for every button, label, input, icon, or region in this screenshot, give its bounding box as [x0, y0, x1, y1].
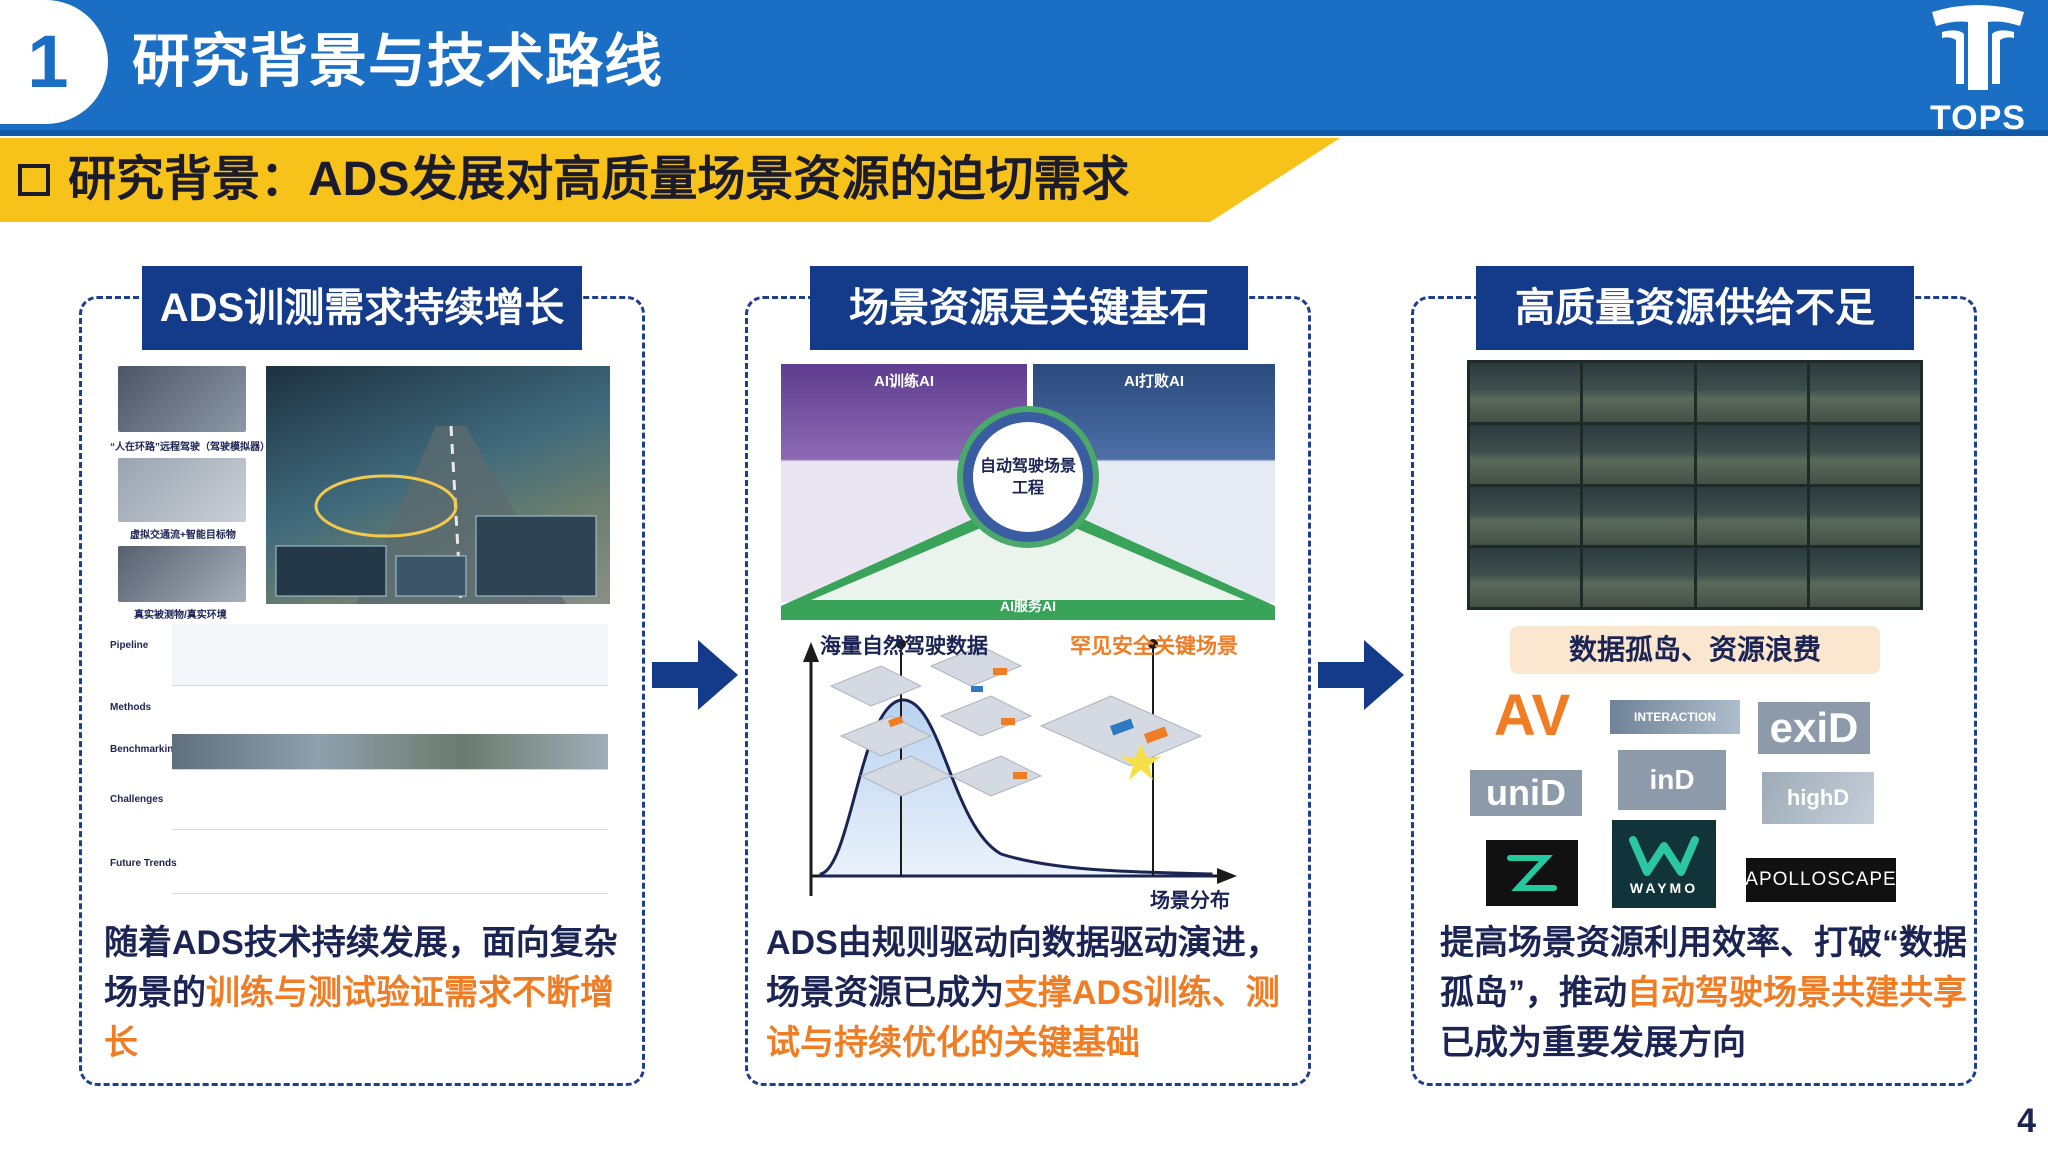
unid-dataset-logo: uniD: [1470, 770, 1582, 816]
scene-tile: [1583, 486, 1694, 546]
waymo-dataset-logo: WAYMO: [1612, 820, 1716, 908]
survey-figure: “人在环路”远程驾驶（驾驶模拟器） 虚拟交通流+智能目标物 真实被测物/真实环境…: [110, 362, 610, 902]
scene-tile: [1470, 486, 1581, 546]
row-label-challenges: Challenges: [110, 794, 164, 805]
scene-tile: [1809, 548, 1920, 607]
row-label-pipeline: Pipeline: [110, 640, 149, 651]
right-arrow-icon: [1318, 640, 1404, 710]
ai-service-triangle: [781, 494, 1275, 620]
row-label-methods: Methods: [110, 702, 152, 713]
page-title: 研究背景与技术路线: [132, 29, 664, 94]
highd-dataset-logo: highD: [1762, 772, 1874, 824]
exid-dataset-logo: exiD: [1758, 702, 1870, 754]
z-swirl-icon: [1507, 855, 1557, 891]
panel-1-heading: ADS训测需求持续增长: [142, 266, 582, 350]
data-silo-tag: 数据孤岛、资源浪费: [1510, 626, 1880, 674]
panel-3-description: 提高场景资源利用效率、打破“数据孤岛”，推动自动驾驶场景共建共享已成为重要发展方…: [1440, 918, 1970, 1068]
simulator-photo: [118, 366, 246, 432]
logo-text: TOPS: [1930, 99, 2026, 137]
scene-tile: [1809, 424, 1920, 484]
panel-2-description: ADS由规则驱动向数据驱动演进，场景资源已成为支撑ADS训练、测试与持续优化的关…: [766, 918, 1296, 1068]
subtitle-band: [0, 138, 1340, 222]
driving-scene-image: [266, 366, 610, 605]
checkbox-square-icon: [18, 164, 50, 196]
panel-3-text-highlight: 自动驾驶场景共建共享: [1627, 974, 1967, 1012]
chart-label-rare-critical: 罕见安全关键场景: [1070, 635, 1238, 658]
scene-tile: [1809, 486, 1920, 546]
scene-tile: [1696, 486, 1807, 546]
scene-tile: [1696, 363, 1807, 422]
section-number-tab: 1: [0, 0, 108, 124]
scene-tile: [1696, 424, 1807, 484]
caption-simulator: “人在环路”远程驾驶（驾驶模拟器）: [110, 442, 270, 453]
right-arrow-icon: [652, 640, 738, 710]
scene-tile: [1696, 548, 1807, 607]
ai-engineering-diagram: AI训练AI AI打败AI AI服务AI 自动驾驶场景工程: [781, 364, 1275, 620]
scene-tile: [1583, 363, 1694, 422]
challenges-row: [172, 782, 608, 830]
section-number: 1: [27, 20, 69, 103]
panel-3-text-tail: 已成为重要发展方向: [1440, 1024, 1746, 1062]
scenario-distribution-chart: [803, 639, 1237, 896]
scene-tile: [1470, 363, 1581, 422]
scenario-engineering-circle: 自动驾驶场景工程: [963, 412, 1093, 542]
scene-tile: [1470, 548, 1581, 607]
apolloscape-dataset-logo: APOLLOSCAPE: [1745, 858, 1896, 902]
virtual-traffic-photo: [118, 458, 246, 522]
label-ai-beats-ai: AI打败AI: [1123, 373, 1184, 390]
panel-1-text-plain: 随着ADS技术持续发展，面向复杂场景的: [104, 924, 618, 1012]
scene-tile: [1470, 424, 1581, 484]
interaction-dataset-logo: INTERACTION: [1610, 700, 1740, 734]
scene-tile: [1583, 424, 1694, 484]
panel-2-heading: 场景资源是关键基石: [810, 266, 1248, 350]
ind-dataset-logo: inD: [1618, 750, 1726, 810]
scene-tile: [1809, 363, 1920, 422]
label-ai-training-ai: AI训练AI: [873, 373, 934, 390]
panel-1-description: 随着ADS技术持续发展，面向复杂场景的训练与测试验证需求不断增长: [104, 918, 634, 1068]
center-label: 自动驾驶场景工程: [979, 458, 1076, 497]
subtitle: 研究背景：ADS发展对高质量场景资源的迫切需求: [14, 146, 1129, 214]
av-dataset-logo: AV: [1493, 682, 1571, 748]
scene-video-grid: [1467, 360, 1923, 610]
road-lines-graphic: [275, 425, 597, 605]
waymo-wordmark: WAYMO: [1629, 880, 1699, 896]
tops-logo-icon: [1932, 5, 2024, 90]
tops-logo: TOPS: [1918, 4, 2038, 136]
dataset-z-logo: [1486, 840, 1578, 906]
chart-axis-label: 场景分布: [1150, 890, 1230, 912]
panel-3-text-plain: 提高场景资源利用效率、打破“数据孤岛”，推动: [1440, 924, 1967, 1012]
real-environment-photo: [118, 546, 246, 602]
chart-label-natural-data: 海量自然驾驶数据: [820, 635, 988, 658]
panel-2-text-highlight: 支撑ADS训练、测试与持续优化的关键基础: [766, 974, 1280, 1062]
panel-3-heading: 高质量资源供给不足: [1476, 266, 1914, 350]
subtitle-text: 研究背景：ADS发展对高质量场景资源的迫切需求: [68, 153, 1130, 206]
label-ai-service-ai: AI服务AI: [1000, 598, 1056, 614]
panel-1-text-highlight: 训练与测试验证需求不断增长: [104, 974, 614, 1062]
benchmarking-row: [172, 734, 608, 770]
caption-virtual-traffic: 虚拟交通流+智能目标物: [130, 530, 236, 541]
panel-2-text-plain: ADS由规则驱动向数据驱动演进，场景资源已成为: [766, 924, 1280, 1012]
scene-tile: [1583, 548, 1694, 607]
header-band: [0, 0, 2048, 136]
waymo-w-icon: [1629, 836, 1699, 876]
pipeline-row: [172, 624, 608, 686]
row-label-benchmarking: Benchmarking: [110, 744, 180, 755]
future-trends-row: [172, 842, 608, 894]
page-number: 4: [2017, 1102, 2036, 1140]
caption-real-environment: 真实被测物/真实环境: [134, 610, 227, 621]
row-label-future-trends: Future Trends: [110, 858, 177, 869]
